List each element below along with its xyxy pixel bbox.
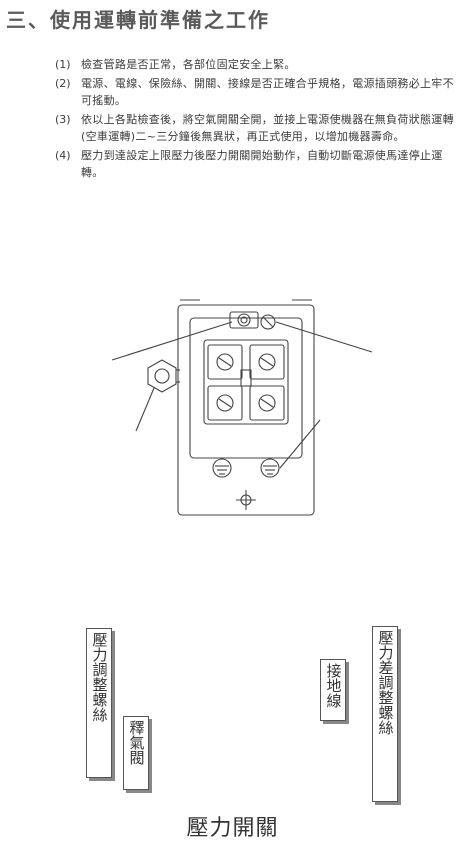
step-number: (4)	[55, 148, 71, 162]
step-number: (1)	[55, 58, 71, 71]
pointer-release-valve	[135, 387, 155, 432]
adjust-screw-right	[260, 314, 276, 330]
terminal-screw	[258, 394, 276, 412]
terminal-block	[203, 339, 289, 425]
section-heading: 三、使用運轉前準備之工作	[6, 8, 270, 32]
terminal-screw	[258, 353, 276, 371]
terminal-divider	[240, 369, 252, 387]
step-text: 依以上各點檢查後，將空氣開關全開，並接上電源使機器在無負荷狀態運轉(空車運轉)二…	[81, 112, 454, 144]
figure-caption: 壓力開關	[186, 816, 279, 841]
step-text: 檢查管路是否正常，各部位固定安全上緊。	[81, 58, 296, 71]
step-item: (3) 依以上各點檢查後，將空氣開關全開，並接上電源使機器在無負荷狀態運轉(空車…	[55, 111, 460, 146]
pressure-switch-drawing	[111, 299, 373, 516]
switch-housing	[177, 304, 315, 516]
ground-screw	[260, 458, 280, 478]
terminal-screw	[216, 394, 234, 412]
pointer-diff-screw	[275, 321, 373, 353]
pointer-ground	[279, 419, 321, 469]
step-text: 電源、電線、保險絲、開關、接線是否正確合乎規格，電源插頭務必上牢不可搖動。	[81, 76, 454, 108]
step-number: (2)	[55, 76, 71, 90]
steps-list: (1) 檢查管路是否正常，各部位固定安全上緊。 (2) 電源、電線、保險絲、開關…	[55, 56, 460, 183]
adjust-screw-mount	[229, 311, 259, 329]
pressure-switch-figure: 壓力調整螺絲 釋氣閥 接地線 壓力差調整螺絲 壓力開關	[0, 285, 465, 841]
step-item: (2) 電源、電線、保險絲、開關、接線是否正確合乎規格，電源插頭務必上牢不可搖動…	[55, 75, 460, 110]
terminal-panel	[189, 317, 303, 459]
adjust-screw-left	[237, 313, 251, 327]
label-pressure-adjust-screw: 壓力調整螺絲	[86, 628, 112, 778]
release-valve-nut	[147, 359, 177, 393]
label-ground-wire: 接地線	[320, 659, 346, 721]
ground-screw	[212, 458, 232, 478]
terminal-screw	[216, 353, 234, 371]
step-item: (1) 檢查管路是否正常，各部位固定安全上緊。	[55, 56, 460, 74]
step-item: (4) 壓力到達設定上限壓力後壓力開關開始動作，自動切斷電源使馬達停止運轉。	[55, 147, 460, 182]
pointer-pressure-screw	[111, 321, 233, 361]
step-text: 壓力到達設定上限壓力後壓力開關開始動作，自動切斷電源使馬達停止運轉。	[81, 148, 443, 180]
step-number: (3)	[55, 112, 71, 126]
label-differential-adjust-screw: 壓力差調整螺絲	[372, 626, 398, 802]
label-release-valve: 釋氣閥	[123, 716, 149, 790]
